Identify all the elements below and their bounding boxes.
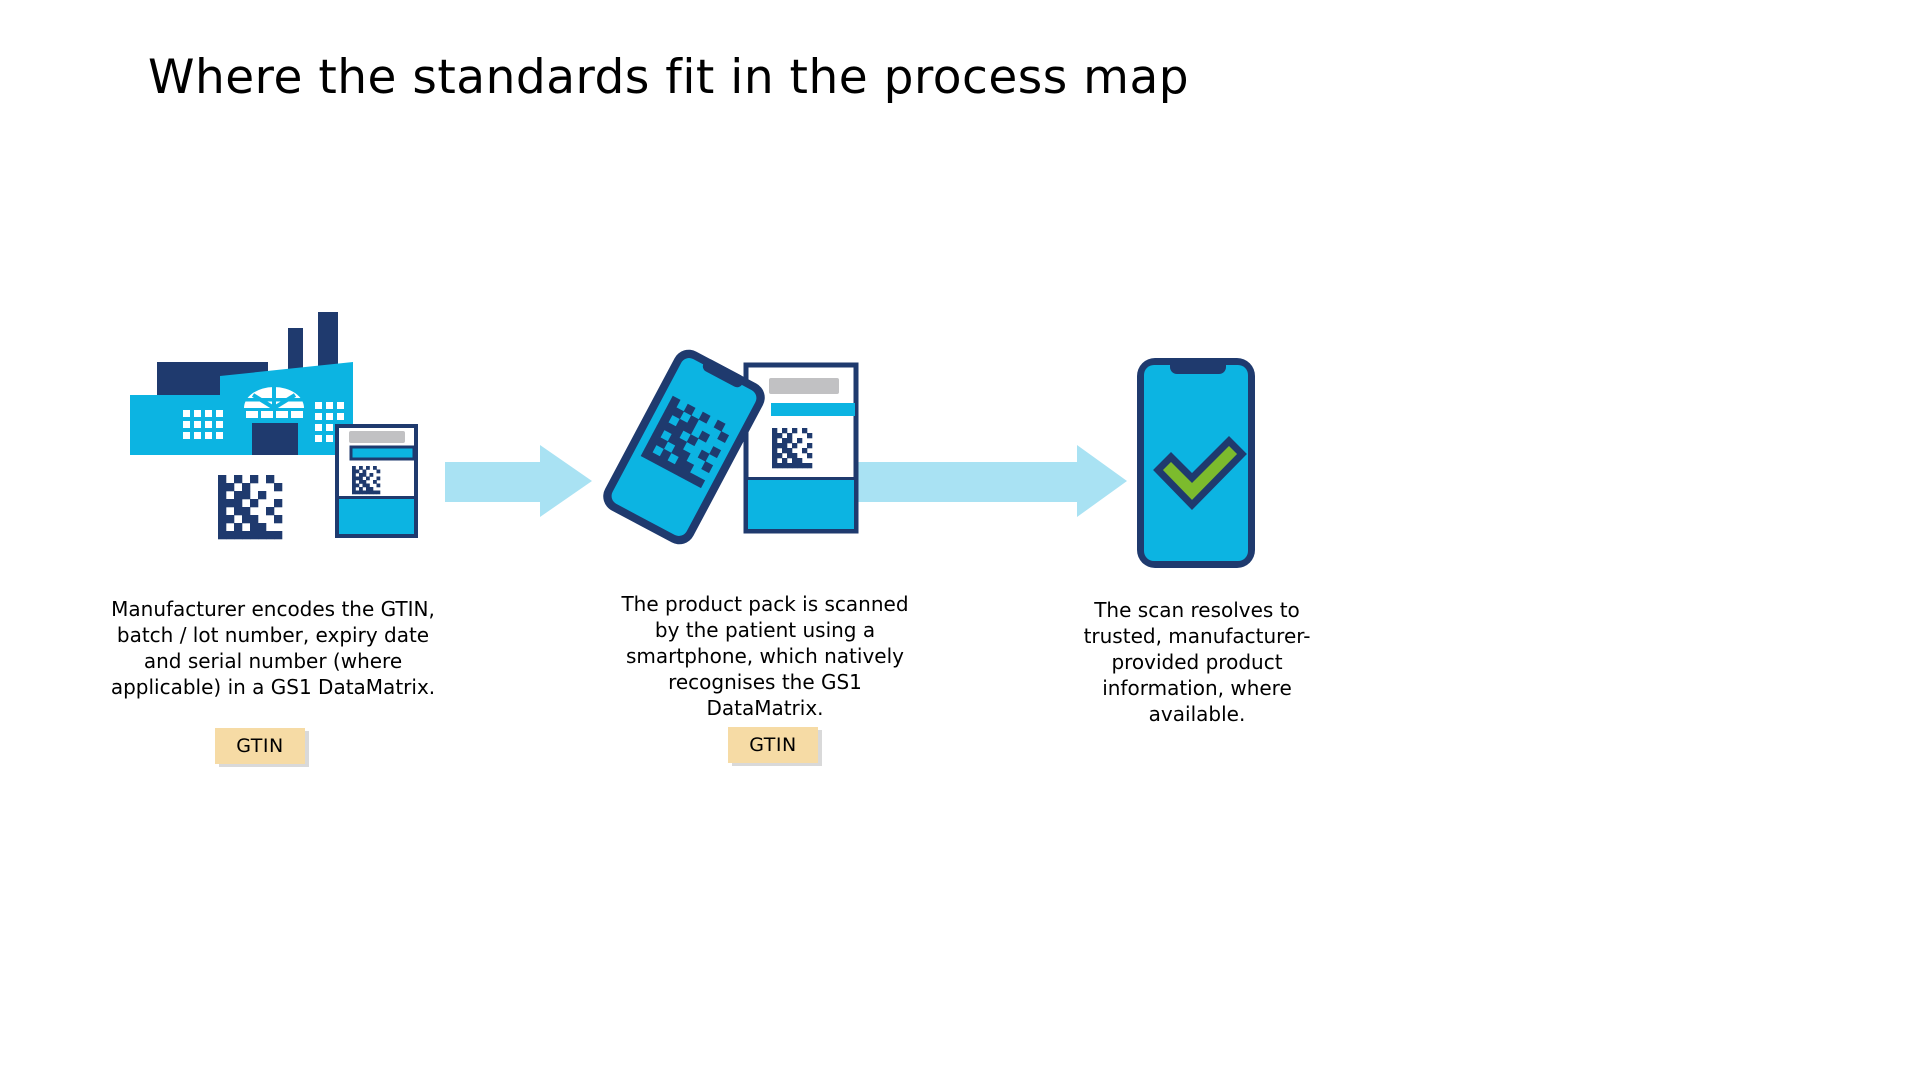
gtin-badge: GTIN [215, 728, 305, 764]
datamatrix-icon [640, 395, 730, 489]
factory-windows-left [183, 410, 223, 439]
product-pack-icon [743, 362, 859, 534]
factory-arch-window [244, 387, 304, 418]
arrow-right-icon [853, 445, 1127, 517]
product-pack-icon [335, 424, 418, 538]
smartphone-icon [1137, 358, 1255, 568]
stage-scan-illustration [603, 349, 859, 545]
stage-description: The product pack is scanned by the patie… [621, 592, 909, 720]
page-title: Where the standards fit in the process m… [148, 50, 1190, 105]
arrow-right-icon [445, 445, 592, 517]
checkmark-icon [1153, 436, 1247, 511]
stage-resolve-illustration [1137, 358, 1255, 568]
datamatrix-icon [352, 466, 381, 495]
phone-notch [702, 359, 744, 388]
gtin-badge: GTIN [728, 727, 818, 763]
stage-manufacturer-illustration [130, 312, 418, 540]
factory-door [252, 423, 298, 455]
stage-description: Manufacturer encodes the GTIN, batch / l… [110, 597, 436, 699]
datamatrix-icon [218, 475, 283, 540]
phone-notch [1170, 358, 1226, 374]
stage-description: The scan resolves to trusted, manufactur… [1083, 598, 1311, 726]
smartphone-icon [603, 349, 765, 545]
factory-icon [130, 312, 353, 455]
datamatrix-icon [772, 428, 813, 469]
